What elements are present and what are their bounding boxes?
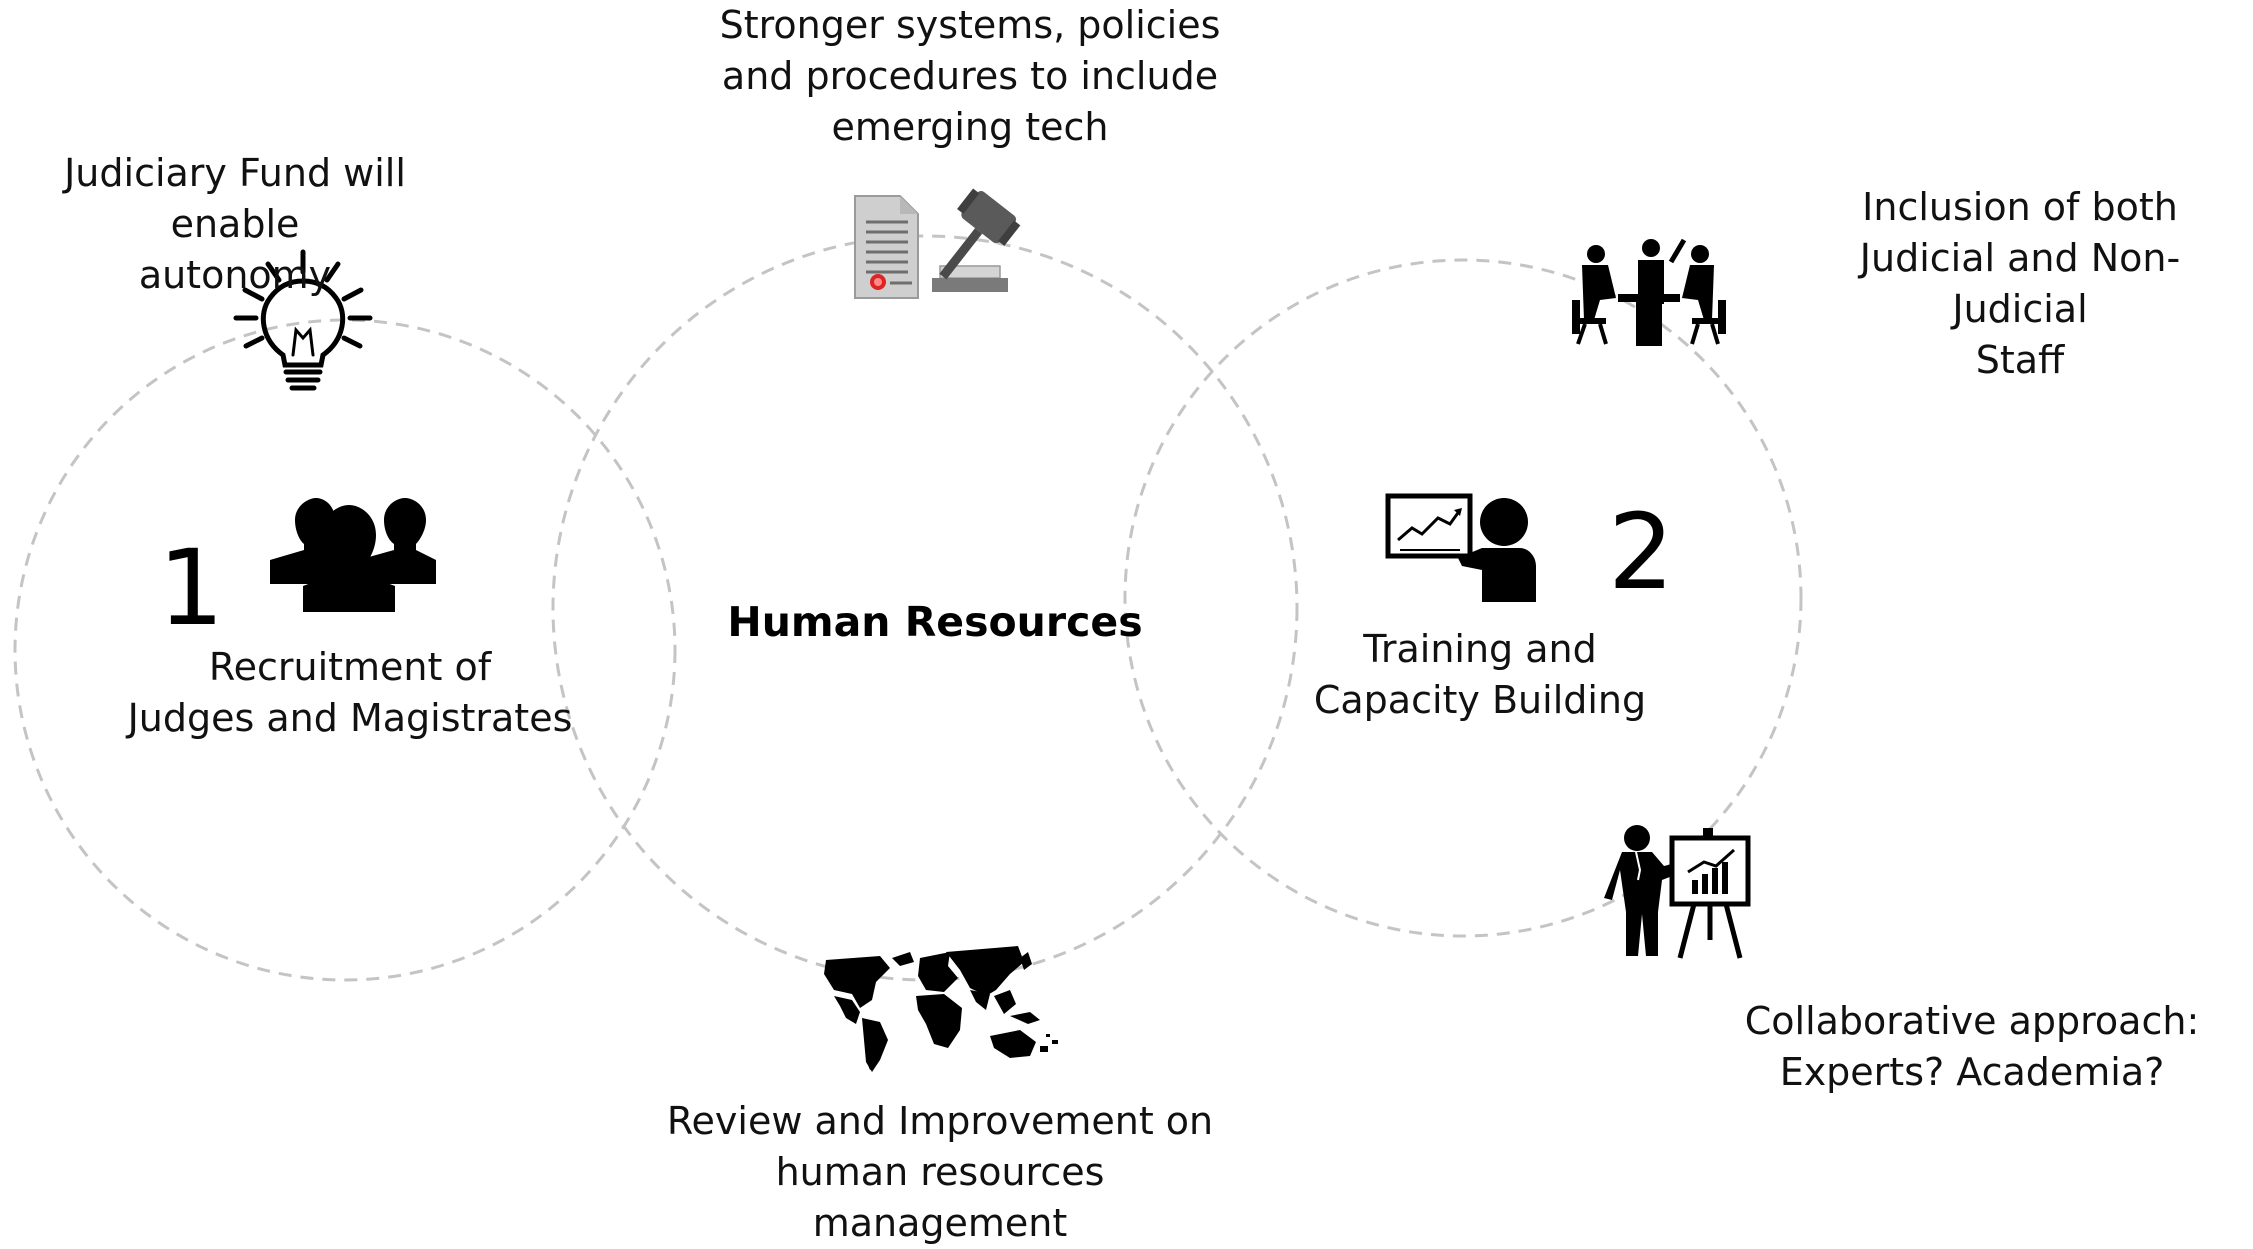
document-gavel-icon — [854, 188, 1021, 299]
note-fund-line1: Judiciary Fund will enable — [64, 151, 406, 246]
meeting-table-icon — [1572, 238, 1726, 346]
note-collab: Collaborative approach: Experts? Academi… — [1712, 996, 2232, 1098]
diagram-canvas — [13, 188, 1803, 1072]
note-collab-line2: Experts? Academia? — [1779, 1050, 2165, 1094]
lightbulb-icon — [233, 249, 373, 391]
left-circle — [13, 318, 677, 982]
note-systems: Stronger systems, policies and procedure… — [700, 0, 1240, 153]
pillar1-label: Recruitment of Judges and Magistrates — [120, 642, 580, 744]
pillar2-label-line2: Capacity Building — [1313, 678, 1647, 722]
note-systems-line3: emerging tech — [831, 105, 1109, 149]
note-staff-line2: Judicial and Non-Judicial — [1859, 236, 2181, 331]
pillar1-label-line1: Recruitment of — [208, 645, 492, 689]
note-staff: Inclusion of both Judicial and Non-Judic… — [1800, 182, 2240, 386]
note-staff-line1: Inclusion of both — [1862, 185, 2178, 229]
note-staff-line3: Staff — [1975, 338, 2065, 382]
note-review-line2: human resources management — [775, 1150, 1105, 1245]
presenter-easel-icon — [1604, 825, 1751, 959]
pillar2-number: 2 — [1608, 491, 1675, 613]
pillar2-label: Training and Capacity Building — [1290, 624, 1670, 726]
group-people-icon — [270, 498, 436, 612]
pillar1-number: 1 — [158, 527, 225, 649]
note-systems-line1: Stronger systems, policies — [719, 3, 1221, 47]
note-fund-line2: autonomy — [138, 253, 332, 297]
pillar2-label-line1: Training and — [1363, 627, 1597, 671]
note-review-line1: Review and Improvement on — [666, 1099, 1214, 1143]
pillar1-label-line2: Judges and Magistrates — [127, 696, 573, 740]
note-fund: Judiciary Fund will enable autonomy — [0, 148, 470, 301]
note-systems-line2: and procedures to include — [721, 54, 1219, 98]
note-collab-line1: Collaborative approach: — [1744, 999, 2200, 1043]
right-circle — [1123, 258, 1803, 938]
note-review: Review and Improvement on human resource… — [660, 1096, 1220, 1249]
world-map-icon — [824, 946, 1058, 1072]
center-label: Human Resources — [727, 598, 1143, 646]
trainer-chart-icon — [1385, 493, 1536, 602]
